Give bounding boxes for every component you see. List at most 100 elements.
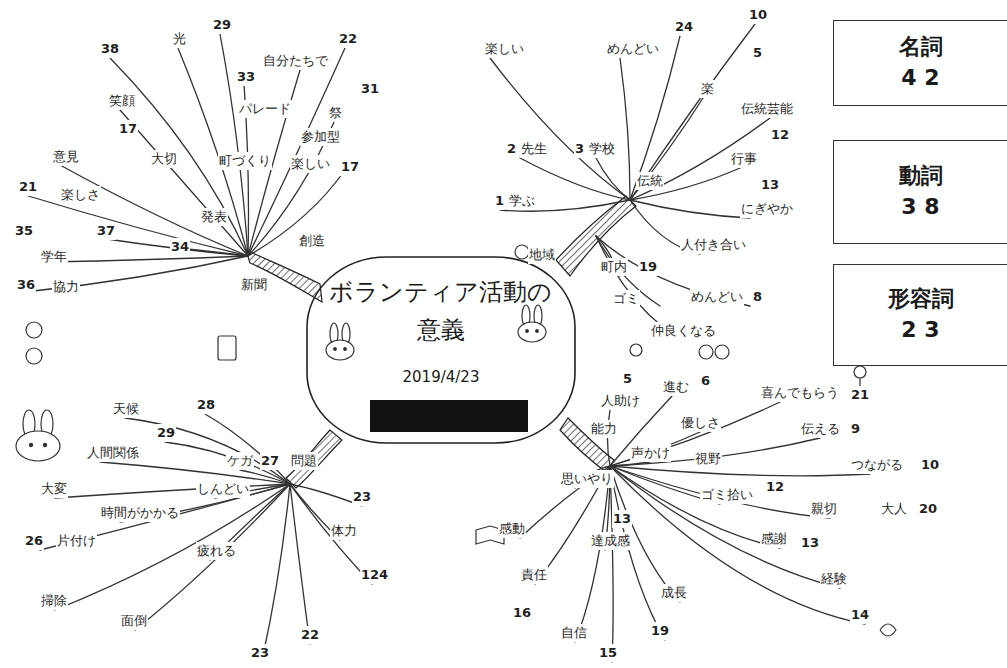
branch-word: 笑顔 [108, 92, 136, 110]
word-count: 23 [901, 315, 947, 346]
rabbit-doodle [326, 323, 354, 360]
callout-number: 23 [352, 488, 372, 506]
branch-line [610, 466, 840, 588]
word-count-box: 動詞38 [833, 140, 1007, 244]
callout-number: 5 [752, 44, 763, 62]
branch-line [610, 466, 870, 476]
word-count: 42 [901, 63, 947, 94]
branch-line [610, 466, 830, 518]
branch-line [630, 168, 740, 200]
branch-word: 自信 [560, 624, 588, 642]
branch-line [40, 484, 290, 550]
branch-lines [25, 24, 870, 662]
branch-line [630, 200, 750, 218]
callout-number: 24 [674, 18, 694, 36]
branch-word: 町づくり [218, 152, 272, 170]
callout-number: 1 [494, 192, 505, 210]
branch-word: 経験 [820, 570, 848, 588]
central-topic: ボランティア活動の 意義2019/4/23 [305, 255, 577, 445]
branch-word: 伝統 [636, 172, 664, 190]
word-count-box: 名詞42 [833, 20, 1007, 106]
callout-number: 8 [752, 288, 763, 306]
callout-number: 22 [338, 30, 358, 48]
branch-line [610, 466, 613, 662]
callout-number: 17 [340, 158, 360, 176]
small-icons [26, 245, 896, 636]
branch-word: 仲良くなる [650, 322, 717, 340]
branch-word: しんどい [196, 480, 250, 498]
word-class: 形容詞 [888, 284, 954, 315]
callout-number: 38 [100, 40, 120, 58]
branch-word: めんどい [690, 288, 744, 306]
callout-number: 14 [850, 606, 870, 624]
branch-word: 楽しい [290, 155, 331, 173]
branch-word: 人間関係 [86, 444, 140, 462]
branch-word: 光 [172, 30, 187, 48]
branch-word: 面倒 [120, 612, 148, 630]
branch-word: 片付け [56, 532, 97, 550]
branch-line [45, 256, 248, 262]
callout-number: 10 [748, 6, 768, 24]
branch-line [520, 158, 630, 200]
branch-line [55, 484, 290, 498]
branch-word: 協力 [52, 278, 80, 296]
branch-word: 感謝 [760, 530, 788, 548]
branch-line [596, 158, 630, 200]
rabbit-doodle [518, 305, 546, 342]
branch-word: 学年 [40, 248, 68, 266]
callout-number: 37 [96, 222, 116, 240]
branch-line [100, 238, 248, 256]
branch-line [608, 410, 611, 466]
branch-word: 楽しい [484, 40, 525, 58]
topic-title: ボランティア活動の 意義 [326, 273, 556, 350]
branch-word: パレード [238, 100, 292, 118]
word-class: 名詞 [899, 32, 943, 63]
branch-word: 楽 [700, 80, 715, 98]
callout-number: 124 [360, 566, 389, 584]
callout-number: 36 [16, 276, 36, 294]
branch-line [575, 466, 610, 642]
callout-number: 19 [650, 622, 670, 640]
branch-word: 大変 [40, 480, 68, 498]
branch-word: 参加型 [300, 128, 341, 146]
callout-number: 28 [196, 396, 216, 414]
branch-line [610, 462, 650, 466]
branch-word: 思いやり [560, 470, 614, 488]
callout-number: 15 [598, 644, 618, 662]
branch-line [262, 484, 290, 660]
branch-word: 感動 [498, 520, 526, 538]
callout-number: 21 [18, 178, 38, 196]
callout-number: 22 [300, 626, 320, 644]
word-count-box: 形容詞23 [833, 264, 1007, 366]
branch-word: 優しさ [680, 414, 721, 432]
branch-word: 成長 [660, 584, 688, 602]
branch-word: 喜んでもらう [760, 384, 840, 402]
callout-number: 10 [920, 456, 940, 474]
callout-number: 31 [360, 80, 380, 98]
branch-word: 天候 [112, 400, 140, 418]
branch-word: つながる [850, 456, 904, 474]
callout-number: 5 [622, 370, 633, 388]
callout-number: 19 [638, 258, 658, 276]
callout-number: 35 [14, 222, 34, 240]
callout-number: 20 [918, 500, 938, 518]
callout-number: 29 [212, 16, 232, 34]
branch-word: 新聞 [240, 276, 268, 294]
branch-word: 親切 [810, 500, 838, 518]
rabbit-doodle [16, 410, 60, 461]
branch-word: 大人 [880, 500, 908, 518]
branch-word: 地域 [528, 246, 556, 264]
branch-line [165, 442, 290, 484]
branch-word: 時間がかかる [100, 504, 180, 522]
branch-word: 祭 [328, 104, 343, 122]
callout-number: 13 [800, 534, 820, 552]
branch-word: 問題 [290, 452, 318, 470]
branch-word: 発表 [200, 208, 228, 226]
callout-number: 16 [512, 604, 532, 622]
redaction-bar [370, 400, 528, 432]
branch-word: 行事 [730, 150, 758, 168]
branch-word: 達成感 [590, 532, 631, 550]
word-count: 38 [901, 192, 947, 223]
branch-word: 大切 [150, 150, 178, 168]
